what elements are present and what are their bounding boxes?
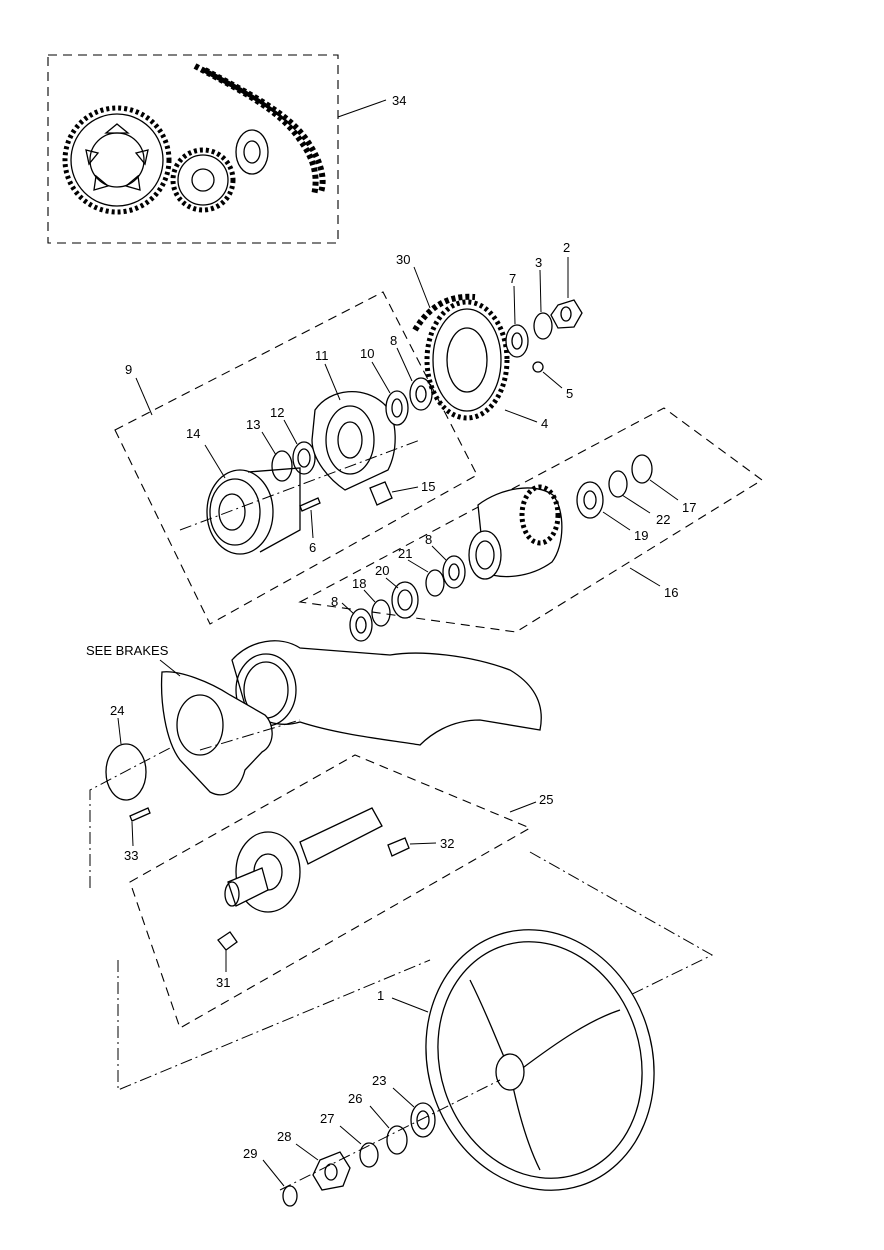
part-32-bolt	[387, 837, 437, 857]
part-19-bearing	[576, 481, 631, 531]
group-25-box	[89, 747, 537, 1029]
label-31: 31	[216, 975, 230, 990]
label-2: 2	[563, 240, 570, 255]
label-27: 27	[320, 1111, 334, 1126]
part-7-spacer	[505, 285, 529, 358]
label-20: 20	[375, 563, 389, 578]
part-8-bearing-c	[341, 602, 373, 642]
kit-front-sprocket	[170, 147, 236, 213]
label-23: 23	[372, 1073, 386, 1088]
label-13: 13	[246, 417, 260, 432]
part-16-hub	[468, 484, 563, 580]
label-15: 15	[421, 479, 435, 494]
part-29-split-pin	[262, 1159, 298, 1207]
part-24-circlip	[105, 717, 147, 801]
label-24: 24	[110, 703, 124, 718]
part-33-bolt	[129, 807, 151, 847]
part-15-damper	[369, 481, 419, 506]
label-16: 16	[664, 585, 678, 600]
kit-chain	[193, 63, 326, 196]
part-20-needle-bearing	[385, 577, 419, 619]
part-18-ring	[363, 589, 391, 627]
label-4: 4	[541, 416, 548, 431]
label-32: 32	[440, 836, 454, 851]
part-8-bearing-b	[431, 545, 466, 589]
label-3: 3	[535, 255, 542, 270]
label-9: 9	[125, 362, 132, 377]
part-17-ring	[631, 454, 679, 501]
assembly-axis-lines	[179, 439, 501, 1191]
label-7: 7	[509, 271, 516, 286]
label-10: 10	[360, 346, 374, 361]
kit-box-34	[47, 54, 387, 244]
group-9-box	[114, 291, 478, 625]
label-11: 11	[315, 348, 329, 363]
part-3-washer	[533, 269, 553, 340]
part-5-nut	[532, 361, 563, 389]
part-1-rear-wheel	[391, 929, 655, 1191]
part-12-bearing	[283, 419, 316, 475]
label-30: 30	[396, 252, 410, 267]
label-19: 19	[634, 528, 648, 543]
label-18: 18	[352, 576, 366, 591]
label-29: 29	[243, 1146, 257, 1161]
group-16-box	[298, 407, 763, 633]
part-labels: 34 30 2 3 7 10 8 11 5 9 4 14 13 12 15 17…	[86, 93, 696, 1161]
swingarm	[231, 640, 542, 746]
part-6-bolt	[299, 497, 321, 539]
label-8-top: 8	[390, 333, 397, 348]
label-25: 25	[539, 792, 553, 807]
label-17: 17	[682, 500, 696, 515]
kit-rear-sprocket	[62, 105, 172, 215]
part-30-chain	[412, 266, 476, 332]
part-22-circlip	[608, 470, 651, 514]
label-21: 21	[398, 546, 412, 561]
part-28-castle-nut	[295, 1143, 351, 1191]
label-34: 34	[392, 93, 406, 108]
part-31-plug	[217, 931, 238, 972]
part-23-spacer	[392, 1087, 436, 1138]
part-21-ring	[407, 559, 445, 597]
label-22: 22	[656, 512, 670, 527]
kit-retainer-plate	[235, 129, 269, 175]
part-11-sprocket-carrier	[311, 363, 396, 491]
part-13-ring	[261, 431, 293, 482]
label-1: 1	[377, 988, 384, 1003]
label-5: 5	[566, 386, 573, 401]
wheel-group-box	[117, 851, 714, 1091]
label-8-mid: 8	[425, 532, 432, 547]
brake-carrier	[159, 659, 273, 796]
part-14-cush-hub	[204, 444, 301, 555]
part-10-bearing	[371, 361, 409, 426]
part-27-washer	[339, 1125, 379, 1168]
label-12: 12	[270, 405, 284, 420]
label-14: 14	[186, 426, 200, 441]
label-28: 28	[277, 1129, 291, 1144]
part-25-eccentric-axle	[224, 807, 383, 913]
part-2-nut	[550, 257, 583, 329]
label-see-brakes: SEE BRAKES	[86, 643, 169, 658]
part-26-washer	[369, 1105, 408, 1155]
label-6: 6	[309, 540, 316, 555]
label-26: 26	[348, 1091, 362, 1106]
label-8-low: 8	[331, 594, 338, 609]
part-4-rear-sprocket	[424, 299, 538, 423]
label-33: 33	[124, 848, 138, 863]
